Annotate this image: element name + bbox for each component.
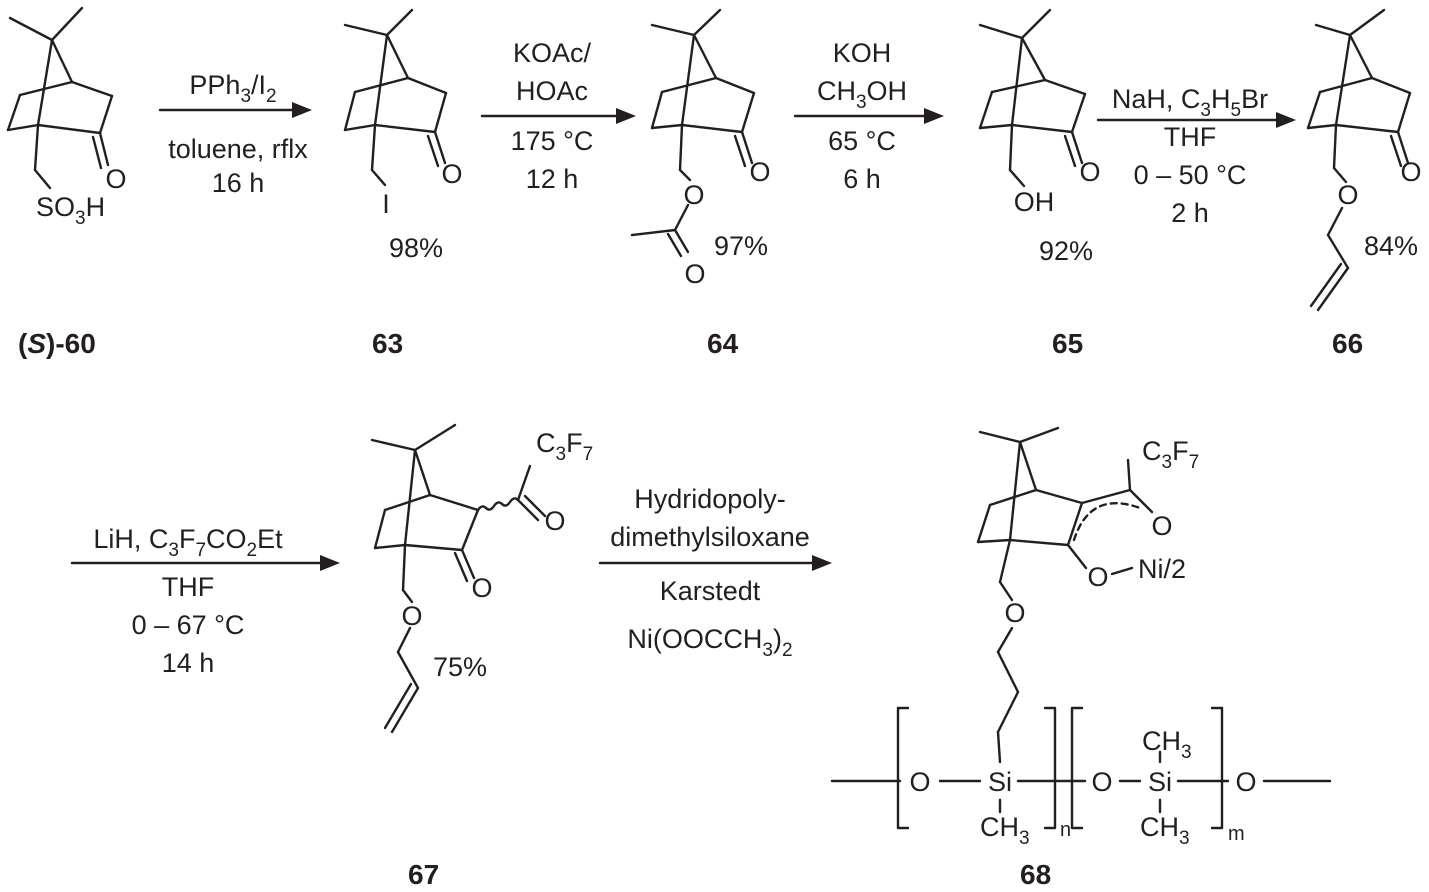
atom-68-ether-o: O <box>1004 598 1025 628</box>
atom-s60-ketone-o: O <box>105 164 126 194</box>
atom-66-ether-o: O <box>1337 180 1358 210</box>
reaction-arrow-4 <box>1096 112 1296 128</box>
atom-68-chelate-o2: O <box>1087 562 1108 592</box>
compound-label-68: 68 <box>1020 859 1051 890</box>
compound-label-65: 65 <box>1052 328 1083 359</box>
step4-reagent: NaH, C3H5Br <box>1112 84 1268 121</box>
atom-68-o-right: O <box>1235 767 1256 797</box>
step5-reagent: LiH, C3F7CO2Et <box>93 524 283 561</box>
step3-solvent: CH3OH <box>817 76 907 113</box>
atom-64-carbonyl-o: O <box>684 259 705 289</box>
step1-solvent: toluene, rflx <box>168 134 308 164</box>
step3-temp: 65 °C <box>828 126 896 156</box>
yield-66: 84% <box>1364 231 1418 261</box>
compound-label-64: 64 <box>707 328 739 359</box>
yield-67: 75% <box>433 652 487 682</box>
step1-reagent: PPh3/I2 <box>189 70 276 107</box>
compound-64-structure <box>630 8 756 258</box>
atom-68-ch3-top: CH3 <box>1142 726 1192 763</box>
step3-time: 6 h <box>843 164 881 194</box>
reaction-arrow-3 <box>793 108 944 124</box>
atom-65-ketone-o: O <box>1079 157 1100 187</box>
compound-s60-structure <box>6 6 114 190</box>
atom-64-ketone-o: O <box>749 157 770 187</box>
reaction-arrow-6 <box>598 555 832 571</box>
step6-reagent-line1: Hydridopoly- <box>634 484 786 514</box>
reaction-arrow-1 <box>158 102 312 118</box>
atom-68-subscript-m: m <box>1228 823 1245 845</box>
atom-63-iodo: I <box>382 189 390 219</box>
atom-68-o-left: O <box>909 767 930 797</box>
yield-63: 98% <box>389 233 443 263</box>
step3-reagent: KOH <box>833 38 892 68</box>
compound-63-structure <box>343 8 448 187</box>
atom-s60-so3h: SO3H <box>36 192 105 229</box>
compound-label-s60: (S)-60 <box>18 328 96 359</box>
step5-time: 14 h <box>162 648 215 678</box>
step4-solvent: THF <box>1164 122 1216 152</box>
step6-catalyst: Karstedt <box>660 576 761 606</box>
atom-67-ether-o: O <box>401 601 422 631</box>
yield-64: 97% <box>714 231 768 261</box>
atom-67-c3f7: C3F7 <box>536 428 593 465</box>
atom-64-ester-o: O <box>683 180 704 210</box>
compound-68-structure <box>830 426 1332 830</box>
reaction-arrow-2 <box>480 108 636 124</box>
atom-67-ketone-o: O <box>471 573 492 603</box>
step1-time: 16 h <box>212 168 265 198</box>
step2-reagent: KOAc/ <box>513 38 592 68</box>
atom-68-nickel: Ni/2 <box>1138 554 1186 584</box>
atom-68-subscript-n: n <box>1060 819 1071 841</box>
step4-temp: 0 – 50 °C <box>1134 160 1247 190</box>
step4-time: 2 h <box>1171 198 1209 228</box>
atom-67-acyl-o: O <box>544 506 565 536</box>
reaction-arrow-5 <box>70 555 340 571</box>
compound-label-66: 66 <box>1332 328 1363 359</box>
compound-label-67: 67 <box>408 859 439 890</box>
compound-66-structure <box>1306 8 1412 312</box>
atom-68-ch3-si1: CH3 <box>980 812 1030 849</box>
atom-66-ketone-o: O <box>1400 157 1421 187</box>
atom-68-si2: Si <box>1148 767 1172 797</box>
step2-time: 12 h <box>526 164 579 194</box>
step5-solvent: THF <box>162 572 214 602</box>
atom-65-hydroxyl: OH <box>1014 187 1055 217</box>
step6-nickel-source: Ni(OOCCH3)2 <box>627 624 792 661</box>
atom-68-c3f7: C3F7 <box>1142 436 1199 473</box>
step2-acid: HOAc <box>516 76 588 106</box>
compound-label-63: 63 <box>372 328 403 359</box>
step2-temp: 175 °C <box>511 126 594 156</box>
atom-68-si1: Si <box>988 767 1012 797</box>
step5-temp: 0 – 67 °C <box>132 610 245 640</box>
compound-67-structure <box>370 423 547 734</box>
atom-68-chelate-o1: O <box>1151 511 1172 541</box>
atom-63-ketone-o: O <box>441 159 462 189</box>
step6-reagent-line2: dimethylsiloxane <box>610 522 810 552</box>
atom-68-ch3-si2: CH3 <box>1140 812 1190 849</box>
compound-65-structure <box>978 8 1087 188</box>
yield-65: 92% <box>1039 236 1093 266</box>
atom-68-o-mid: O <box>1091 767 1112 797</box>
